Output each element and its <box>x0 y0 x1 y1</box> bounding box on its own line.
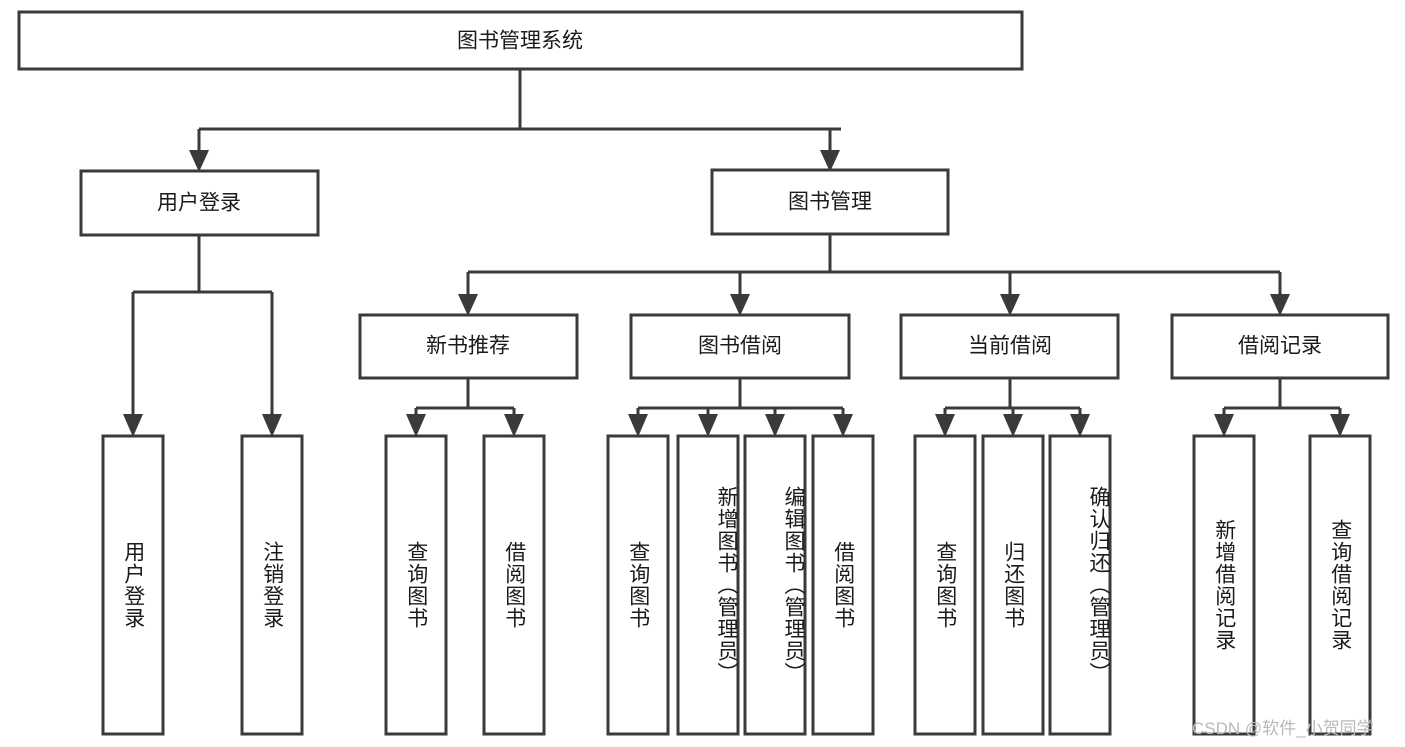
csdn-watermark: CSDN @软件_小贺同学 <box>1192 719 1374 738</box>
node-current-borrow-label: 当前借阅 <box>968 335 1052 358</box>
leaf-box-query-book-2[interactable] <box>606 434 670 736</box>
leaf-box-return-book[interactable] <box>981 434 1045 736</box>
connector-borrow-record-to-leaves <box>1214 378 1350 437</box>
connector-root-to-level2 <box>189 69 841 172</box>
node-root-label: 图书管理系统 <box>457 30 583 53</box>
node-current-borrow[interactable]: 当前借阅 <box>899 313 1120 380</box>
leaf-box-edit-book[interactable] <box>743 434 807 736</box>
node-book-borrow-label: 图书借阅 <box>698 335 782 358</box>
leaf-box-logout[interactable] <box>240 434 304 736</box>
leaf-boxes <box>101 434 1372 736</box>
connector-user-login-to-leaves <box>123 235 282 437</box>
node-borrow-record-label: 借阅记录 <box>1238 335 1322 358</box>
leaf-box-confirm-return[interactable] <box>1048 434 1112 736</box>
leaf-box-borrow-book-1[interactable] <box>482 434 546 736</box>
connector-new-book-rec-to-leaves <box>406 378 524 437</box>
node-borrow-record[interactable]: 借阅记录 <box>1170 313 1390 380</box>
leaf-box-add-record[interactable] <box>1192 434 1256 736</box>
node-book-manage[interactable]: 图书管理 <box>710 168 950 236</box>
leaf-box-add-book[interactable] <box>676 434 740 736</box>
node-user-login-label: 用户登录 <box>157 192 241 215</box>
leaf-box-borrow-book-2[interactable] <box>811 434 875 736</box>
leaf-box-user-login[interactable] <box>101 434 165 736</box>
node-book-borrow[interactable]: 图书借阅 <box>629 313 851 380</box>
node-new-book-rec[interactable]: 新书推荐 <box>358 313 579 380</box>
leaf-box-query-book-1[interactable] <box>384 434 448 736</box>
node-new-book-rec-label: 新书推荐 <box>426 335 510 358</box>
connector-current-borrow-to-leaves <box>935 378 1090 437</box>
leaf-box-query-record[interactable] <box>1308 434 1372 736</box>
leaf-box-query-book-3[interactable] <box>913 434 977 736</box>
connector-book-manage-to-level3 <box>458 234 1290 316</box>
node-root[interactable]: 图书管理系统 <box>17 10 1024 71</box>
node-user-login[interactable]: 用户登录 <box>79 169 320 237</box>
connector-book-borrow-to-leaves <box>628 378 853 437</box>
node-book-manage-label: 图书管理 <box>788 191 872 214</box>
